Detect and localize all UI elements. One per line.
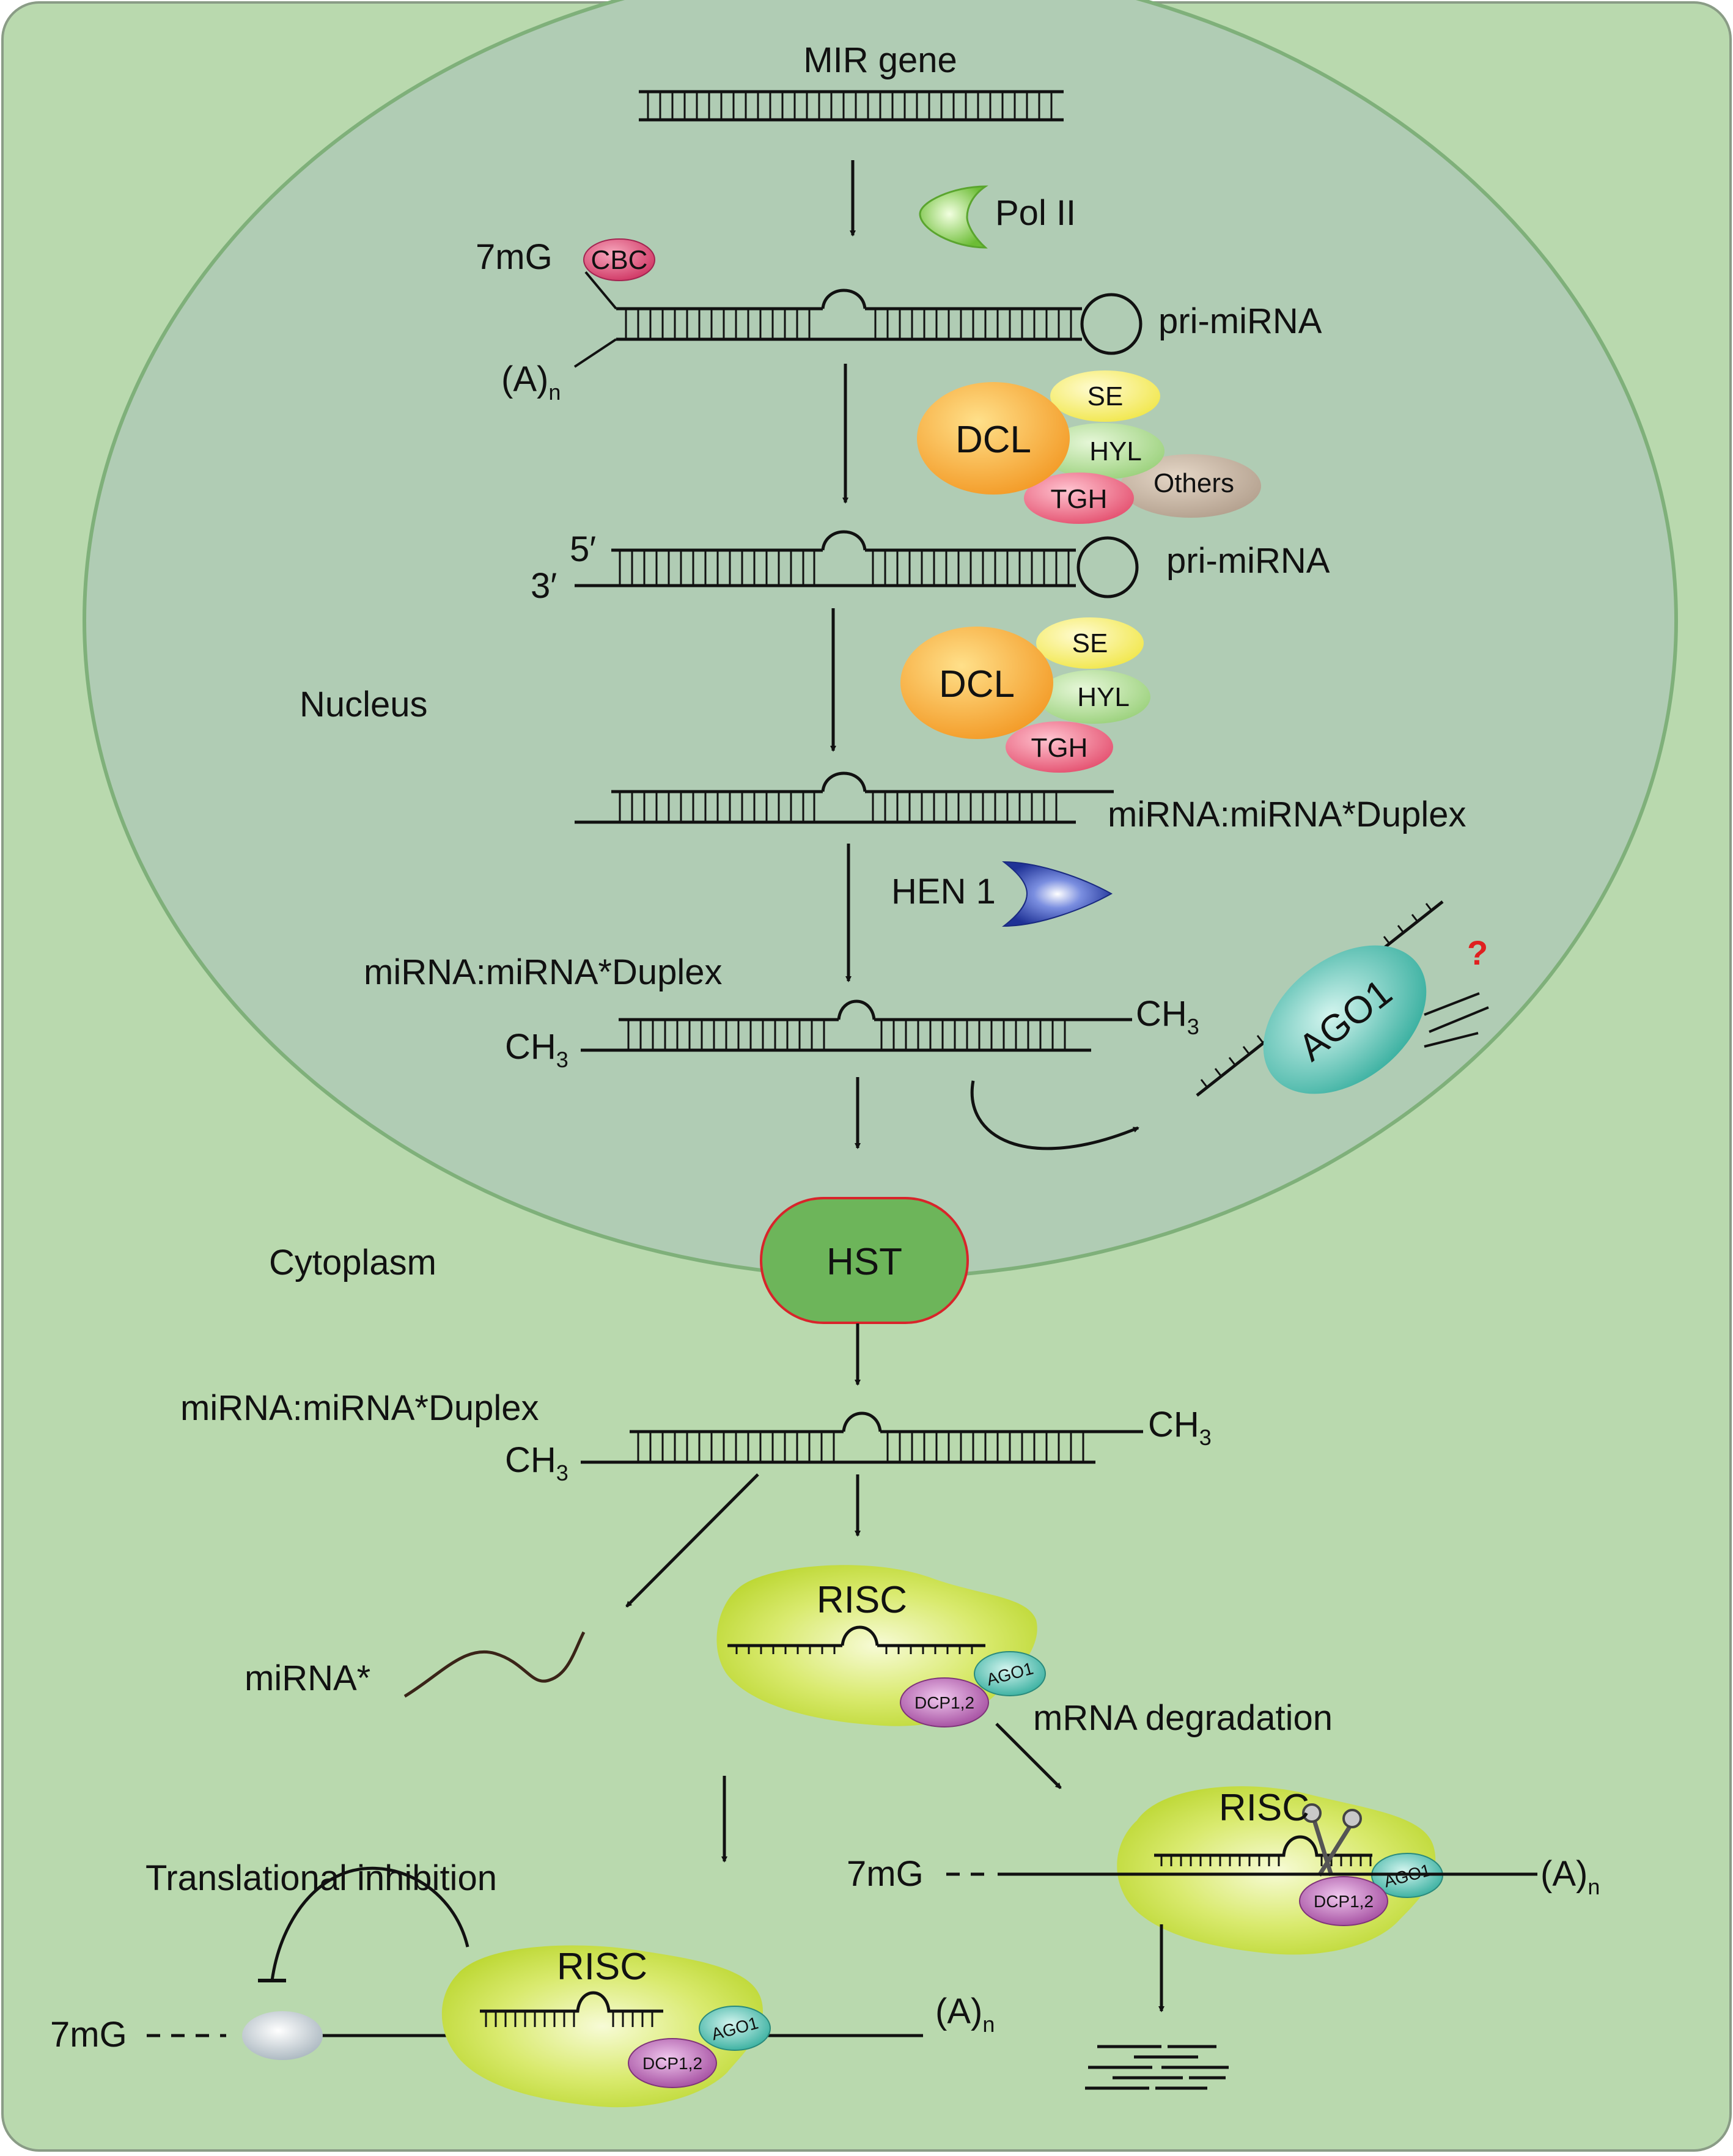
- dcl-label-2: DCL: [939, 663, 1015, 705]
- cbc-label: CBC: [591, 245, 648, 275]
- se-protein-icon-2: [1036, 617, 1144, 669]
- risc-complex-3: [441, 1945, 771, 2108]
- nucleus-area: [83, 0, 1678, 1279]
- cap-7mg-label: 7mG: [476, 237, 553, 277]
- se-protein-icon-1: [1050, 370, 1160, 422]
- three-prime-label: 3′: [531, 566, 557, 606]
- five-prime-label: 5′: [570, 529, 596, 569]
- question-mark: ?: [1467, 933, 1488, 972]
- ch3-label-2: CH3: [1136, 994, 1199, 1039]
- mrna-degradation-label: mRNA degradation: [1033, 1698, 1333, 1738]
- ribosome-icon: [242, 2011, 323, 2060]
- risc-complex-1: [716, 1565, 1046, 1727]
- dcp-label-risc-2: DCP1,2: [1314, 1892, 1374, 1911]
- risc-label-2: RISC: [1219, 1787, 1309, 1829]
- polya-label-1: (A)n: [501, 359, 561, 405]
- arrow-to-degradation: [995, 1723, 1062, 1789]
- dicing-complex-2: [900, 617, 1150, 773]
- others-label: Others: [1153, 468, 1234, 498]
- mirna-star-strand: [403, 1631, 586, 1698]
- others-protein-icon: [1120, 454, 1261, 518]
- mir-gene-dna: [639, 90, 1064, 122]
- ago1-icon-risc-1: [974, 1651, 1046, 1696]
- ch3-label-3: CH3: [505, 1440, 568, 1485]
- hyl-protein-icon-1: [1042, 423, 1165, 479]
- cbc-icon: [583, 238, 655, 281]
- cap-7mg-label-cleavage: 7mG: [847, 1854, 924, 1894]
- duplex-3-structure: [581, 1411, 1143, 1464]
- pri-mirna-1-label: pri-miRNA: [1158, 301, 1322, 341]
- degraded-mrna-fragments: [1085, 2045, 1229, 2090]
- pri-mirna-2-structure: [575, 530, 1139, 598]
- scissors-icon: [1302, 1803, 1362, 1877]
- hst-exporter-icon: [760, 1197, 969, 1324]
- risc-label-1: RISC: [817, 1579, 907, 1621]
- cap-7mg-label-inhibition: 7mG: [50, 2015, 127, 2055]
- pol2-label: Pol II: [995, 193, 1076, 233]
- tgh-label-1: TGH: [1051, 484, 1108, 514]
- hyl-protein-icon-2: [1038, 670, 1150, 724]
- ago1-icon-risc-3: [699, 2006, 771, 2051]
- cytoplasm-label: Cytoplasm: [269, 1243, 436, 1282]
- pri-mirna-2-label: pri-miRNA: [1166, 541, 1330, 581]
- pri-mirna-1-structure: [573, 271, 1142, 368]
- se-label-1: SE: [1087, 381, 1124, 411]
- pol2-icon: [919, 185, 988, 249]
- duplex-1-structure: [575, 771, 1114, 824]
- mir-gene-label: MIR gene: [803, 40, 957, 80]
- tgh-label-2: TGH: [1031, 733, 1088, 763]
- duplex-3-label: miRNA:miRNA*Duplex: [180, 1388, 539, 1428]
- duplex-2-structure: [581, 999, 1132, 1052]
- ch3-label-1: CH3: [505, 1027, 568, 1072]
- inhibition-connector: [270, 1866, 469, 1981]
- dcp-icon-risc-3: [628, 2038, 717, 2088]
- hen1-label: HEN 1: [891, 872, 996, 911]
- dcp-label-risc-3: DCP1,2: [642, 2054, 702, 2073]
- se-label-2: SE: [1072, 628, 1108, 658]
- tgh-protein-icon-2: [1006, 721, 1113, 773]
- mirna-star-label: miRNA*: [245, 1658, 370, 1698]
- polya-label-cleavage: (A)n: [1540, 1854, 1600, 1899]
- tgh-protein-icon-1: [1024, 473, 1134, 524]
- nucleus-label: Nucleus: [300, 685, 428, 724]
- ch3-label-4: CH3: [1148, 1405, 1212, 1450]
- hyl-label-1: HYL: [1089, 436, 1142, 466]
- dcp-label-risc-1: DCP1,2: [914, 1693, 974, 1712]
- translational-inhibition-label: Translational inhibition: [145, 1858, 497, 1898]
- hst-label: HST: [826, 1241, 902, 1283]
- duplex-1-label: miRNA:miRNA*Duplex: [1108, 795, 1466, 834]
- ago1-icon-nucleus: [1263, 945, 1427, 1094]
- dcp-icon-risc-2: [1299, 1876, 1388, 1926]
- duplex-2-label: miRNA:miRNA*Duplex: [364, 952, 723, 992]
- dcp-icon-risc-1: [900, 1677, 989, 1727]
- dcl-label-1: DCL: [955, 419, 1031, 461]
- dcl-protein-icon-2: [900, 627, 1053, 739]
- nuclear-ago1-complex: [1196, 900, 1489, 1097]
- risc-label-3: RISC: [557, 1946, 647, 1988]
- dicing-complex-1: [917, 370, 1261, 524]
- hen1-icon: [1002, 861, 1113, 927]
- polya-label-inhibition: (A)n: [935, 1992, 995, 2037]
- hyl-label-2: HYL: [1077, 682, 1130, 712]
- dcl-protein-icon-1: [917, 382, 1070, 495]
- arrow-to-ago1: [970, 1080, 1139, 1150]
- arrow-to-mirna-star: [625, 1473, 759, 1608]
